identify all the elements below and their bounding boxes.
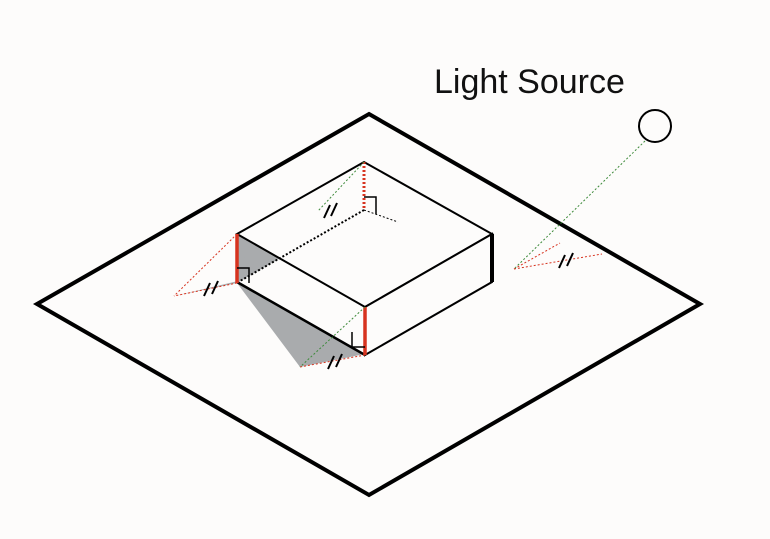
parallel-marks-right: [558, 252, 574, 269]
light-source-label: Light Source: [434, 63, 625, 101]
construction-line-5: [513, 242, 561, 270]
construction-line-1: [173, 233, 238, 297]
parallel-marks-left: [203, 280, 219, 297]
construction-line-2: [173, 282, 238, 297]
box-left-bottom-edge: [236, 280, 366, 357]
right-angle-marker-front: [351, 332, 365, 348]
light-ray-main: [513, 140, 646, 270]
light-ray-back: [317, 161, 365, 212]
parallel-marks-back: [323, 202, 338, 219]
right-angle-marker-left: [237, 267, 250, 283]
light-ray-front: [299, 306, 366, 368]
parallel-marks-front: [327, 353, 343, 370]
right-angle-marker-back: [364, 196, 377, 214]
ground-plane: [32, 111, 705, 498]
construction-line-4: [513, 253, 603, 270]
light-source-circle: [638, 109, 672, 143]
